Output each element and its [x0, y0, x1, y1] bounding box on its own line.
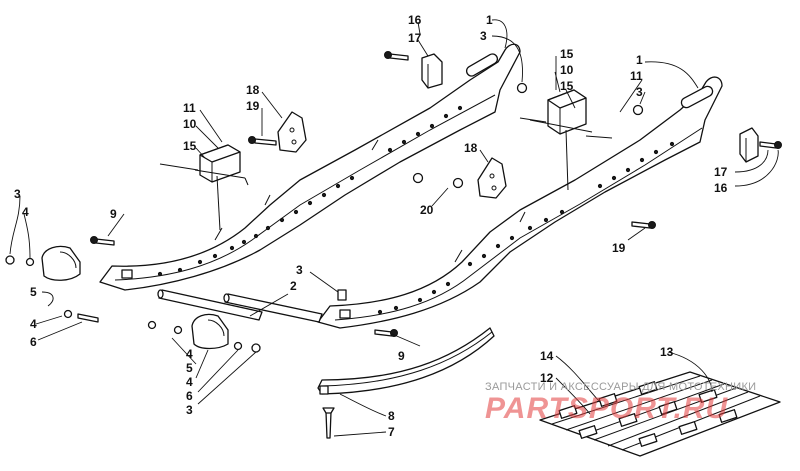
callout-3: 3 — [14, 187, 21, 201]
callout-11: 11 — [630, 69, 643, 83]
fasteners — [5, 51, 782, 353]
watermark-caption: ЗАПЧАСТИ И АКСЕССУАРЫ ДЛЯ МОТОТЕХНИКИ — [485, 381, 756, 393]
callout-4: 4 — [186, 375, 193, 389]
callout-3: 3 — [296, 263, 303, 277]
callout-1: 1 — [486, 13, 493, 27]
callout-11: 11 — [183, 101, 196, 115]
rear-clip-right — [739, 127, 759, 163]
cross-shafts — [157, 289, 323, 323]
watermark: ЗАПЧАСТИ И АКСЕССУАРЫ ДЛЯ МОТОТЕХНИКИ PA… — [485, 381, 756, 425]
callout-15: 15 — [560, 47, 574, 61]
callout-9: 9 — [398, 349, 405, 363]
hyfax-strip — [317, 327, 495, 395]
front-bumper-upper — [41, 245, 81, 281]
leader-lines — [9, 19, 779, 437]
callout-8: 8 — [388, 409, 395, 423]
callout-2: 2 — [290, 279, 297, 293]
screw — [322, 407, 335, 439]
rear-clip-left — [421, 53, 443, 89]
callout-18: 18 — [246, 83, 260, 97]
callout-labels: 1 3 16 17 15 10 15 1 11 3 11 10 15 18 19… — [14, 13, 728, 439]
callout-4: 4 — [30, 317, 37, 331]
callout-17: 17 — [714, 165, 728, 179]
callout-5: 5 — [186, 361, 193, 375]
front-bumper-lower — [191, 313, 229, 350]
right-rail-holes — [377, 141, 675, 315]
callout-4: 4 — [186, 347, 193, 361]
callout-15: 15 — [183, 139, 197, 153]
callout-19: 19 — [612, 241, 626, 255]
callout-13: 13 — [660, 345, 674, 359]
callout-4: 4 — [22, 205, 29, 219]
callout-7: 7 — [388, 425, 395, 439]
watermark-brand: PARTSPORT.RU — [485, 392, 728, 425]
mount-bracket-left — [277, 111, 307, 153]
left-rail — [99, 43, 521, 291]
callout-3: 3 — [636, 85, 643, 99]
left-rail-holes — [157, 105, 463, 277]
callout-12: 12 — [540, 371, 554, 385]
right-rail — [317, 76, 723, 329]
callout-16: 16 — [714, 181, 728, 195]
mount-bracket-right — [477, 157, 507, 199]
callout-15: 15 — [560, 79, 574, 93]
left-spring-block — [194, 144, 249, 231]
callout-16: 16 — [408, 13, 422, 27]
callout-3: 3 — [480, 29, 487, 43]
callout-10: 10 — [560, 63, 574, 77]
right-spring-block — [529, 89, 593, 191]
callout-14: 14 — [540, 349, 554, 363]
track-section — [539, 371, 781, 457]
callout-19: 19 — [246, 99, 260, 113]
callout-10: 10 — [183, 117, 197, 131]
callout-17: 17 — [408, 31, 422, 45]
callout-1: 1 — [636, 53, 643, 67]
callout-6: 6 — [30, 335, 37, 349]
callout-3: 3 — [186, 403, 193, 417]
callout-20: 20 — [420, 203, 434, 217]
callout-9: 9 — [110, 207, 117, 221]
callout-6: 6 — [186, 389, 193, 403]
callout-18: 18 — [464, 141, 478, 155]
callout-5: 5 — [30, 285, 37, 299]
